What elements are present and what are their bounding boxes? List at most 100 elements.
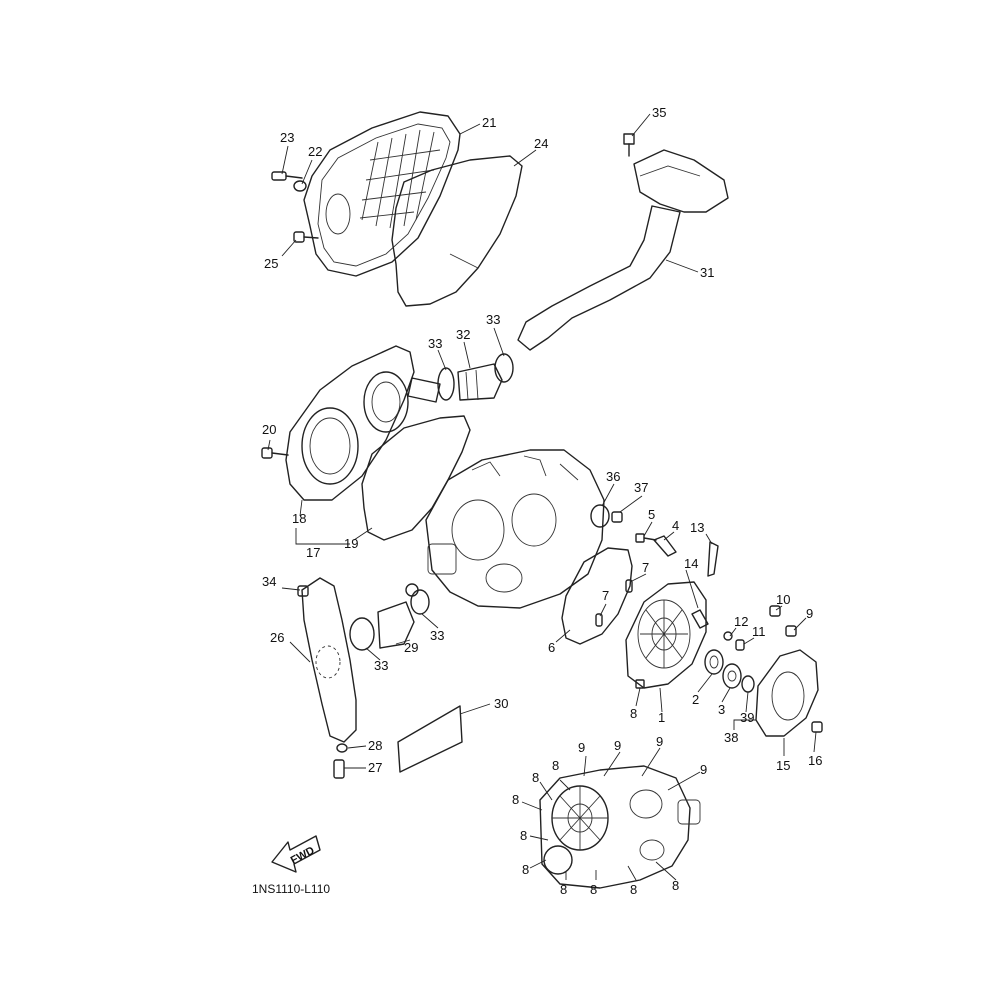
part-33-clamp-upper-right (494, 353, 514, 383)
callout-37: 37 (634, 480, 648, 495)
part-12-washer (723, 631, 733, 641)
part-7-dowel-pin-b (595, 613, 603, 627)
part-29-joint (377, 601, 415, 649)
callout-11: 11 (752, 624, 766, 639)
callout-8-bottom-g: 8 (590, 882, 597, 897)
part-1-cover (625, 581, 707, 689)
callout-4: 4 (672, 518, 679, 533)
callout-19: 19 (344, 536, 358, 551)
part-23-bolt (271, 171, 303, 181)
callout-33-lower-right: 33 (430, 628, 444, 643)
bottom-detail-view (539, 765, 701, 889)
part-9-bolt-a (785, 625, 797, 637)
callout-21: 21 (482, 115, 496, 130)
callout-8-bottom-e: 8 (522, 862, 529, 877)
callout-10: 10 (776, 592, 790, 607)
callout-32: 32 (456, 327, 470, 342)
callout-13: 13 (690, 520, 704, 535)
part-24-gasket (391, 155, 523, 307)
callout-5: 5 (648, 507, 655, 522)
part-37-bolt (611, 511, 623, 523)
callout-8-bottom-a: 8 (532, 770, 539, 785)
air-duct-housing (633, 149, 729, 213)
part-2-seal (704, 649, 724, 675)
callout-7-lower: 7 (602, 588, 609, 603)
part-30-label (397, 705, 463, 773)
callout-22: 22 (308, 144, 322, 159)
part-32-joint (457, 363, 503, 401)
part-16-bolt (811, 721, 823, 733)
callout-9-bottom-b: 9 (614, 738, 621, 753)
callout-14: 14 (684, 556, 698, 571)
callout-2: 2 (692, 692, 699, 707)
callout-31: 31 (700, 265, 714, 280)
callout-39: 39 (740, 710, 754, 725)
callout-28: 28 (368, 738, 382, 753)
part-35-bolt (623, 133, 635, 157)
part-33-clamp-lower-left (349, 617, 375, 651)
callout-8-bottom-c: 8 (512, 792, 519, 807)
callout-26: 26 (270, 630, 284, 645)
callout-8-bottom-i: 8 (672, 878, 679, 893)
diagram-code: 1NS1110-L110 (252, 882, 330, 896)
callout-38: 38 (724, 730, 738, 745)
callout-3: 3 (718, 702, 725, 717)
part-31-air-duct (517, 205, 681, 351)
leader-lines (267, 113, 817, 881)
part-27-pipe (333, 759, 345, 779)
callout-6: 6 (548, 640, 555, 655)
callout-9-bottom-a: 9 (578, 740, 585, 755)
callout-12: 12 (734, 614, 748, 629)
part-14-hose-fitting (691, 609, 709, 629)
callout-20: 20 (262, 422, 276, 437)
callout-23: 23 (280, 130, 294, 145)
part-3-impeller (722, 663, 742, 689)
callout-30: 30 (494, 696, 508, 711)
callout-9-bottom-c: 9 (656, 734, 663, 749)
callout-29: 29 (404, 640, 418, 655)
callout-8-bottom-b: 8 (552, 758, 559, 773)
callout-8-bottom-d: 8 (520, 828, 527, 843)
callout-15: 15 (776, 758, 790, 773)
callout-16: 16 (808, 753, 822, 768)
part-21-crankcase-cover (303, 111, 461, 277)
part-19-gasket (361, 415, 471, 541)
part-7-dowel-pin-a (625, 579, 633, 593)
part-33-clamp-lower-right (405, 583, 430, 615)
callout-34: 34 (262, 574, 276, 589)
part-25-bolt (293, 231, 319, 243)
part-10-clip (769, 605, 781, 617)
part-22-washer (293, 180, 307, 192)
callout-labels: 21 23 22 25 24 35 31 33 32 33 20 18 17 1… (262, 105, 822, 897)
callout-8-pump: 8 (630, 706, 637, 721)
part-39-oring (741, 675, 755, 693)
part-15-pump-cover (755, 649, 819, 737)
crankcase (425, 449, 605, 609)
callout-7-upper: 7 (642, 560, 649, 575)
callout-25: 25 (264, 256, 278, 271)
callout-18: 18 (292, 511, 306, 526)
callout-33-upper-right: 33 (486, 312, 500, 327)
callout-9: 9 (806, 606, 813, 621)
fwd-arrow-icon: FWD (271, 835, 321, 873)
part-28-clip (336, 743, 348, 753)
callout-8-bottom-h: 8 (630, 882, 637, 897)
callout-9-bottom-d: 9 (700, 762, 707, 777)
part-4-bracket (653, 535, 677, 557)
part-36-oring (590, 504, 610, 528)
callout-33-lower-left: 33 (374, 658, 388, 673)
callout-27: 27 (368, 760, 382, 775)
callout-33-upper-left: 33 (428, 336, 442, 351)
part-20-bolt (261, 447, 289, 459)
part-11-bolt (735, 639, 745, 651)
part-6-gasket (561, 547, 633, 645)
part-18-inner-cover (285, 345, 441, 501)
callout-17: 17 (306, 545, 320, 560)
callout-8-bottom-f: 8 (560, 882, 567, 897)
part-5-bolt (635, 533, 657, 543)
callout-36: 36 (606, 469, 620, 484)
callout-35: 35 (652, 105, 666, 120)
callout-24: 24 (534, 136, 548, 151)
part-13-sensor (707, 541, 719, 577)
